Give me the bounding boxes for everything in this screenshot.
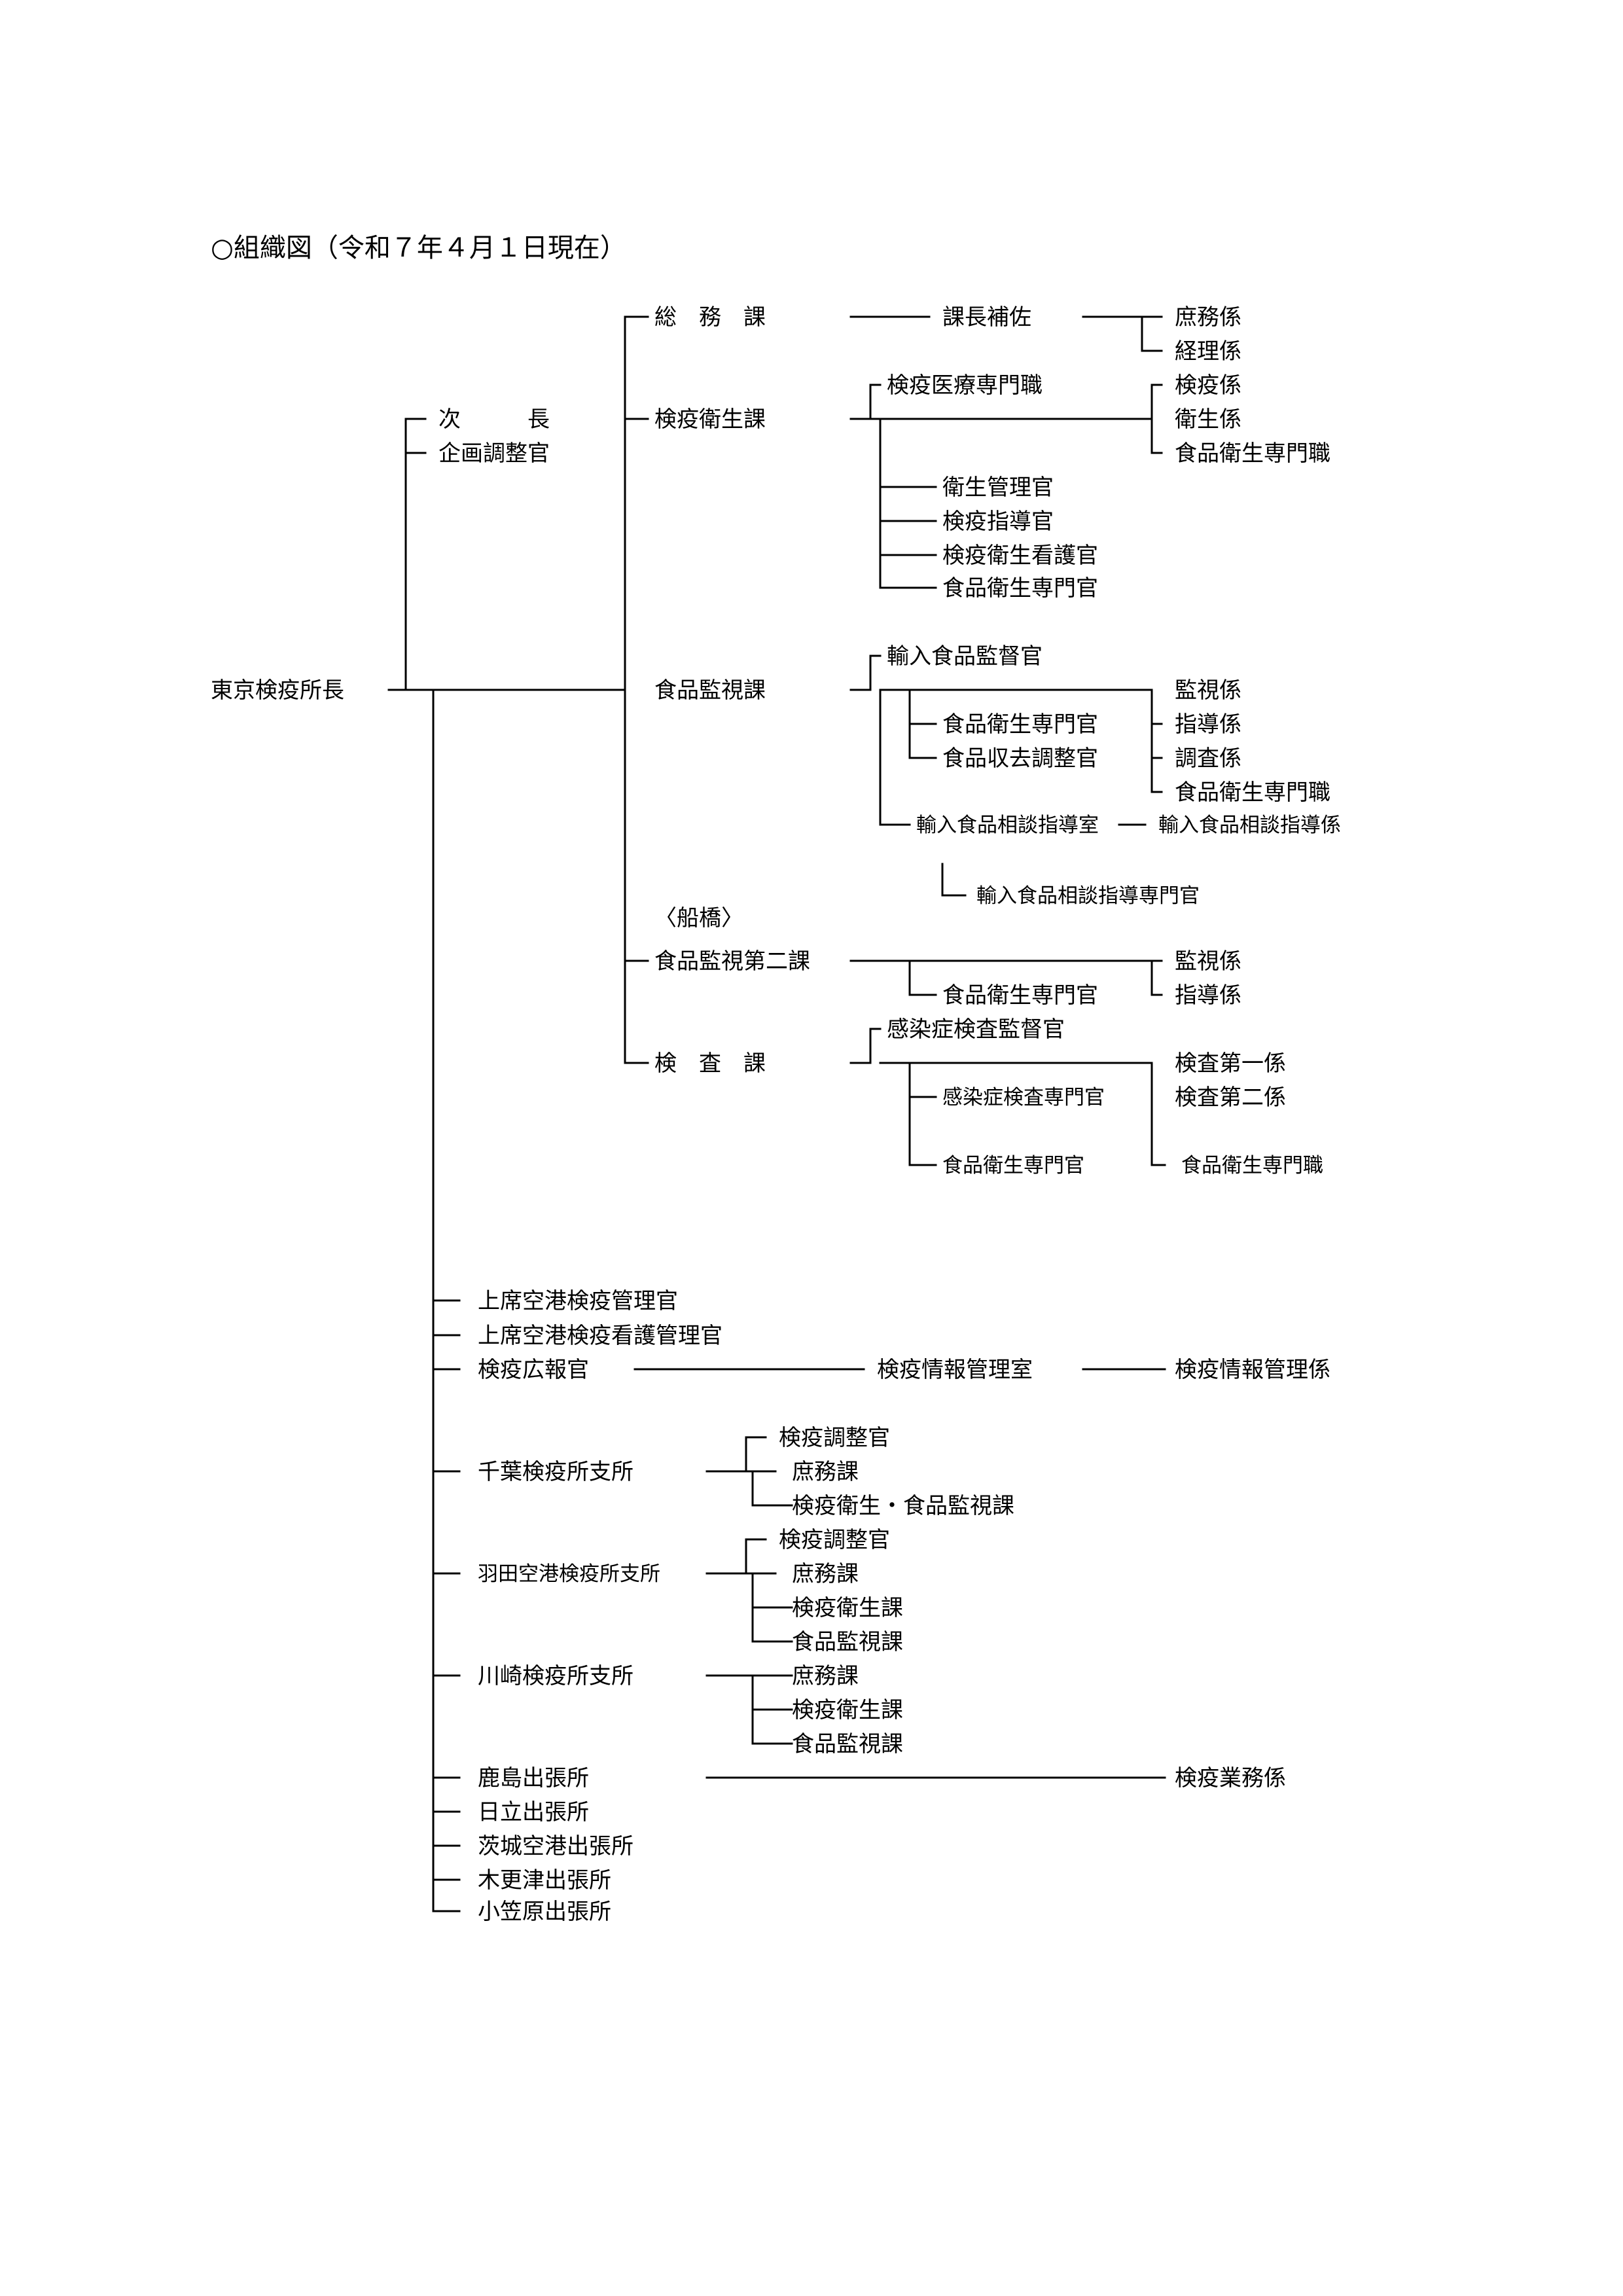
general-affairs-lines bbox=[849, 315, 1163, 352]
food-monitoring-2-section: 食品監視第二課 bbox=[654, 948, 810, 975]
quarantine-pr-officer: 検疫広報官 bbox=[478, 1357, 589, 1383]
haneda-branch: 羽田空港検疫所支所 bbox=[478, 1562, 660, 1586]
kawasaki-general-affairs: 庶務課 bbox=[792, 1663, 859, 1689]
hitachi-office: 日立出張所 bbox=[478, 1799, 589, 1825]
inspection-unit-2: 検査第二係 bbox=[1175, 1085, 1286, 1111]
senior-airport-quarantine-manager: 上席空港検疫管理官 bbox=[478, 1288, 678, 1314]
chiba-general-affairs: 庶務課 bbox=[792, 1459, 859, 1485]
funabashi-location: 〈船橋〉 bbox=[654, 905, 743, 931]
quarantine-hygiene-lines bbox=[849, 384, 1163, 589]
vice-director-label: 次 長 bbox=[438, 406, 550, 433]
chiba-branch: 千葉検疫所支所 bbox=[478, 1459, 633, 1485]
kisarazu-office: 木更津出張所 bbox=[478, 1867, 611, 1893]
haneda-coordinator: 検疫調整官 bbox=[779, 1527, 890, 1553]
quarantine-hygiene-section: 検疫衛生課 bbox=[654, 406, 766, 433]
inspection-section: 検 査 課 bbox=[654, 1050, 766, 1077]
consultation-unit: 輸入食品相談指導係 bbox=[1158, 814, 1341, 837]
hygiene-manager: 衛生管理官 bbox=[942, 475, 1054, 501]
director-to-deputies-line bbox=[387, 418, 427, 691]
hygiene-unit: 衛生係 bbox=[1175, 406, 1241, 433]
inspection-lines bbox=[849, 1028, 1166, 1166]
guidance-unit-fb: 指導係 bbox=[1175, 982, 1241, 1009]
kawasaki-quarantine-hygiene: 検疫衛生課 bbox=[792, 1697, 903, 1723]
kashima-quarantine-unit: 検疫業務係 bbox=[1175, 1765, 1286, 1791]
chiba-coordinator: 検疫調整官 bbox=[779, 1425, 890, 1451]
chart-title: ○組織図（令和７年４月１日現在） bbox=[211, 233, 626, 263]
funabashi-lines bbox=[849, 960, 1163, 996]
imported-food-supervisor: 輸入食品監督官 bbox=[887, 643, 1043, 670]
food-collection-coordinator: 食品収去調整官 bbox=[942, 745, 1098, 772]
monitoring-unit: 監視係 bbox=[1175, 677, 1241, 704]
lower-branch-ticks bbox=[432, 1299, 461, 1912]
quarantine-info-room: 検疫情報管理室 bbox=[877, 1357, 1033, 1383]
director-label: 東京検疫所長 bbox=[211, 677, 344, 704]
connector-lines bbox=[387, 315, 1166, 1912]
food-hygiene-specialist-staff-insp: 食品衛生専門職 bbox=[1181, 1154, 1323, 1177]
quarantine-hygiene-nurse: 検疫衛生看護官 bbox=[942, 543, 1098, 569]
senior-airport-nursing-manager: 上席空港検疫看護管理官 bbox=[478, 1323, 722, 1349]
food-monitoring-section: 食品監視課 bbox=[654, 677, 766, 704]
consultation-specialist: 輸入食品相談指導専門官 bbox=[976, 884, 1200, 908]
section-branch-ticks bbox=[624, 315, 649, 1064]
monitoring-unit-fb: 監視係 bbox=[1175, 948, 1241, 975]
food-hygiene-specialist-fm: 食品衛生専門官 bbox=[942, 711, 1098, 738]
section-chief-assistant: 課長補佐 bbox=[942, 304, 1031, 331]
infection-test-specialist: 感染症検査専門官 bbox=[942, 1086, 1105, 1109]
haneda-general-affairs: 庶務課 bbox=[792, 1561, 859, 1587]
quarantine-instructor: 検疫指導官 bbox=[942, 509, 1054, 535]
ibaraki-airport-office: 茨城空港出張所 bbox=[478, 1833, 633, 1859]
food-hygiene-specialist-staff-fm: 食品衛生専門職 bbox=[1175, 780, 1330, 806]
ogasawara-office: 小笠原出張所 bbox=[478, 1899, 611, 1925]
planning-officer-label: 企画調整官 bbox=[438, 440, 550, 467]
quarantine-info-unit: 検疫情報管理係 bbox=[1175, 1357, 1330, 1383]
general-affairs-unit: 庶務係 bbox=[1175, 304, 1241, 331]
food-hygiene-specialist: 食品衛生専門官 bbox=[942, 575, 1098, 601]
general-affairs-section: 総 務 課 bbox=[654, 304, 766, 331]
kashima-office: 鹿島出張所 bbox=[478, 1765, 589, 1791]
consultation-room: 輸入食品相談指導室 bbox=[916, 814, 1099, 837]
kawasaki-food-monitoring: 食品監視課 bbox=[792, 1731, 903, 1757]
kawasaki-branch: 川崎検疫所支所 bbox=[478, 1663, 633, 1689]
investigation-unit: 調査係 bbox=[1175, 745, 1241, 772]
inspection-unit-1: 検査第一係 bbox=[1175, 1050, 1286, 1077]
guidance-unit: 指導係 bbox=[1175, 711, 1241, 738]
food-hygiene-specialist-fb: 食品衛生専門官 bbox=[942, 982, 1098, 1009]
quarantine-medical-specialist: 検疫医療専門職 bbox=[887, 372, 1043, 399]
haneda-food-monitoring: 食品監視課 bbox=[792, 1629, 903, 1655]
food-hygiene-specialist-staff: 食品衛生専門職 bbox=[1175, 440, 1330, 467]
accounting-unit: 経理係 bbox=[1175, 338, 1241, 365]
kawasaki-branch-lines bbox=[705, 1674, 793, 1745]
haneda-quarantine-hygiene: 検疫衛生課 bbox=[792, 1595, 903, 1621]
chiba-quarantine-food: 検疫衛生・食品監視課 bbox=[792, 1493, 1014, 1519]
haneda-branch-lines bbox=[705, 1538, 793, 1643]
infection-test-supervisor: 感染症検査監督官 bbox=[887, 1016, 1065, 1043]
chiba-branch-lines bbox=[705, 1436, 793, 1507]
quarantine-unit: 検疫係 bbox=[1175, 372, 1241, 399]
food-monitoring-lines bbox=[849, 655, 1163, 897]
food-hygiene-specialist-insp: 食品衛生専門官 bbox=[942, 1154, 1084, 1177]
